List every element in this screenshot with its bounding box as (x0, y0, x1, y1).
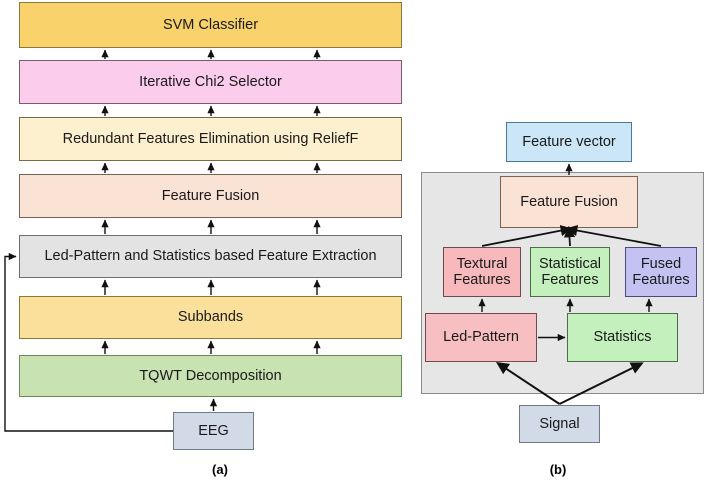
node-label: Led-Pattern (443, 329, 519, 346)
node-label: Redundant Features Elimination using Rel… (62, 130, 359, 147)
node-fused-features: Fused Features (625, 247, 697, 297)
node-chi2: Iterative Chi2 Selector (19, 60, 402, 104)
node-led-pattern: Led-Pattern (425, 313, 537, 362)
node-label: SVM Classifier (162, 16, 259, 33)
node-label: Textural Features (453, 255, 511, 288)
node-fusion: Feature Fusion (19, 174, 402, 218)
node-label: Feature Fusion (161, 187, 260, 204)
node-label: TQWT Decomposition (139, 367, 282, 384)
node-statistical-features: Statistical Features (530, 247, 610, 297)
node-tqwt: TQWT Decomposition (19, 355, 402, 397)
node-label: Statistical Features (538, 255, 602, 288)
node-extraction: Led-Pattern and Statistics based Feature… (19, 235, 402, 278)
node-label: Iterative Chi2 Selector (139, 73, 282, 90)
feedback-eeg-to-extraction (4, 252, 173, 432)
node-label: Subbands (177, 309, 244, 326)
node-label: Fused Features (632, 255, 690, 288)
node-svm: SVM Classifier (19, 2, 402, 48)
node-statistics: Statistics (567, 313, 678, 362)
node-feature-vector: Feature vector (506, 122, 632, 162)
node-label: Led-Pattern and Statistics based Feature… (44, 248, 377, 265)
node-textural-features: Textural Features (443, 247, 521, 297)
node-relieff: Redundant Features Elimination using Rel… (19, 117, 402, 161)
node-label: Feature Fusion (520, 193, 618, 210)
node-feature-fusion-b: Feature Fusion (500, 176, 638, 228)
panel-caption: (b) (549, 462, 567, 477)
node-label: EEG (198, 422, 229, 439)
panel-caption: (a) (212, 462, 228, 477)
node-label: Signal (539, 415, 580, 432)
node-subbands: Subbands (19, 296, 402, 339)
node-signal: Signal (519, 405, 600, 443)
node-eeg: EEG (173, 412, 254, 450)
node-label: Feature vector (522, 133, 616, 150)
node-label: Statistics (593, 329, 652, 346)
